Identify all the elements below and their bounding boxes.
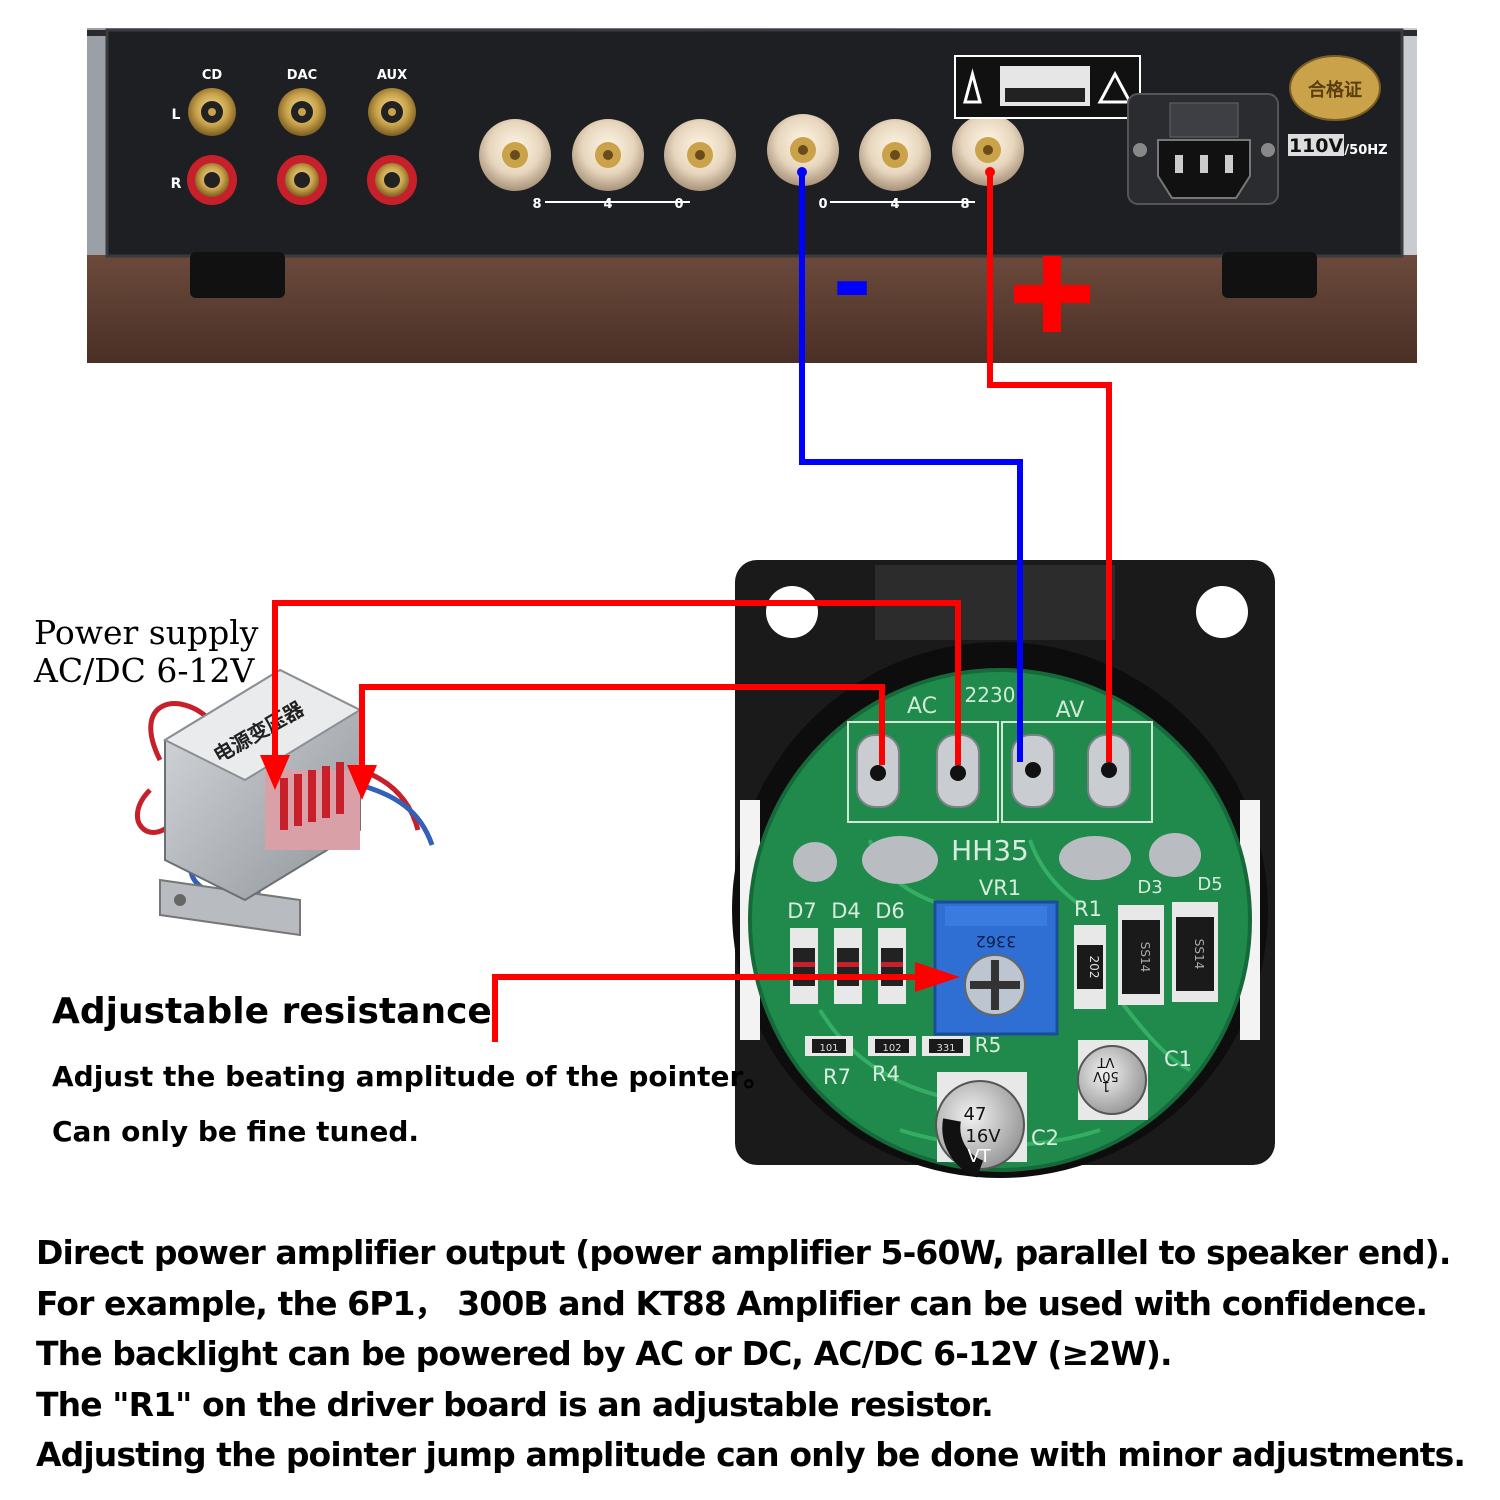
speaker-post-left-0	[664, 119, 736, 191]
amplifier-rear-panel: CD DAC AUX L R 8 4 0 0 4 8	[87, 28, 1417, 363]
r4-label: R4	[872, 1062, 900, 1086]
adjustable-resistance-title: Adjustable resistance	[52, 991, 492, 1032]
diode-d5: SS14	[1172, 902, 1218, 1002]
power-supply-title: Power supply	[34, 613, 259, 652]
pad-ac-2	[936, 734, 980, 808]
resistor-code-101: 101	[819, 1043, 838, 1054]
warning-triangle-icon	[1097, 70, 1133, 104]
mount-hole	[1196, 586, 1248, 638]
note-line: Direct power amplifier output (power amp…	[36, 1233, 1451, 1272]
power-inlet	[1127, 93, 1279, 205]
channel-label-l: L	[172, 107, 181, 123]
rca-jack-cd-right	[187, 155, 237, 205]
mount-hole	[766, 586, 818, 638]
smd-resistor-row: 101 102 331	[805, 1036, 970, 1056]
c2-label: C2	[1031, 1126, 1059, 1150]
note-line: The backlight can be powered by AC or DC…	[36, 1334, 1173, 1373]
pad-ac-1	[856, 734, 900, 808]
potentiometer-vr1: 3362	[933, 900, 1059, 1036]
diode-d7	[790, 928, 818, 1004]
rca-jack-aux-right	[367, 155, 417, 205]
rca-jack-dac-right	[277, 155, 327, 205]
note-line: Adjusting the pointer jump amplitude can…	[36, 1435, 1466, 1474]
pointer-adjustable	[492, 974, 920, 1042]
warning-label	[954, 55, 1141, 119]
pot-code: 3362	[976, 932, 1017, 951]
speaker-post-right-8	[952, 114, 1024, 186]
impedance-left-4: 4	[603, 197, 612, 212]
speaker-post-right-4	[859, 119, 931, 191]
diode-label-d3: D3	[1137, 877, 1162, 898]
r5-label: R5	[975, 1033, 1002, 1057]
diode-d6	[878, 928, 906, 1004]
input-label-cd: CD	[202, 68, 223, 83]
diode-label-d6: D6	[875, 899, 905, 923]
c2-value-1: 47	[964, 1104, 987, 1125]
board-code-label: 2230	[965, 683, 1016, 707]
resistor-code-102: 102	[882, 1043, 901, 1054]
diode-label-d7: D7	[787, 899, 817, 923]
diode-label-d5: D5	[1197, 874, 1222, 895]
note-line: The "R1" on the driver board is an adjus…	[36, 1384, 994, 1424]
adjustable-resistance-line-1: Adjust the beating amplitude of the poin…	[52, 1060, 772, 1093]
input-label-aux: AUX	[377, 68, 407, 83]
rca-jack-dac-left	[278, 88, 326, 136]
power-supply-spec: AC/DC 6-12V	[34, 651, 255, 690]
transformer: 电源变压器	[135, 668, 435, 937]
c1-value-2: 50V	[1093, 1068, 1119, 1083]
wire-positive	[987, 172, 1112, 762]
positive-symbol	[1014, 256, 1090, 332]
r1-label: R1	[1074, 897, 1102, 921]
c1-value-3: VT	[1098, 1054, 1115, 1069]
wire-power-2	[359, 684, 885, 770]
wire-power-1	[272, 600, 961, 765]
rca-jack-aux-left	[368, 88, 416, 136]
c2-value-2: 16V	[965, 1126, 1001, 1147]
speaker-post-left-8	[479, 119, 551, 191]
diode-label-d4: D4	[831, 899, 861, 923]
adjustable-resistance-line-2: Can only be fine tuned.	[52, 1115, 420, 1148]
board-model-label: HH35	[951, 834, 1029, 867]
certificate-text: 合格证	[1308, 79, 1362, 101]
speaker-post-left-4	[572, 119, 644, 191]
rca-jack-cd-left	[188, 88, 236, 136]
channel-label-r: R	[171, 176, 182, 192]
capacitor-c1: 1 50V VT	[1077, 1040, 1148, 1120]
impedance-right-8: 8	[960, 197, 969, 212]
speaker-post-right-0	[767, 114, 839, 186]
certificate-seal: 合格证	[1289, 55, 1381, 121]
arrow-power-1-icon	[260, 755, 290, 790]
impedance-right-0: 0	[818, 197, 827, 212]
impedance-right-4: 4	[890, 197, 899, 212]
diode-d4	[834, 928, 862, 1004]
resistor-code-331: 331	[936, 1043, 955, 1054]
board-av-label: AV	[1056, 698, 1085, 723]
frequency-label: /50HZ	[1344, 143, 1387, 158]
impedance-left-8: 8	[532, 197, 541, 212]
voltage-label: 110V	[1289, 135, 1344, 157]
board-ac-label: AC	[907, 694, 937, 719]
vu-meter: AC 2230 AV HH35 VR1 D7 D4 D6 3362	[732, 560, 1275, 1178]
arrow-power-2-icon	[347, 765, 377, 800]
c1-label: C1	[1164, 1047, 1192, 1071]
capacitor-c2: 47 16V VT	[935, 1072, 1027, 1178]
diode-d3: SS14	[1118, 905, 1164, 1005]
input-label-dac: DAC	[287, 68, 317, 83]
c2-value-3: VT	[967, 1146, 991, 1167]
impedance-left-0: 0	[674, 197, 683, 212]
warning-triangle-icon	[963, 68, 982, 104]
notes-list: Direct power amplifier output (power amp…	[36, 1228, 1466, 1481]
arrow-adjustable-icon	[915, 962, 960, 992]
d5-code: SS14	[1192, 939, 1206, 970]
c1-value-1: 1	[1102, 1078, 1110, 1093]
r1-code: 202	[1087, 956, 1101, 979]
note-line: For example, the 6P1， 300B and KT88 Ampl…	[36, 1283, 1428, 1323]
r7-label: R7	[823, 1065, 851, 1089]
d3-code: SS14	[1138, 942, 1152, 973]
vr1-label: VR1	[979, 876, 1021, 900]
resistor-r1: 202	[1074, 925, 1106, 1009]
negative-symbol: -	[832, 227, 872, 339]
wire-negative	[799, 172, 1023, 762]
